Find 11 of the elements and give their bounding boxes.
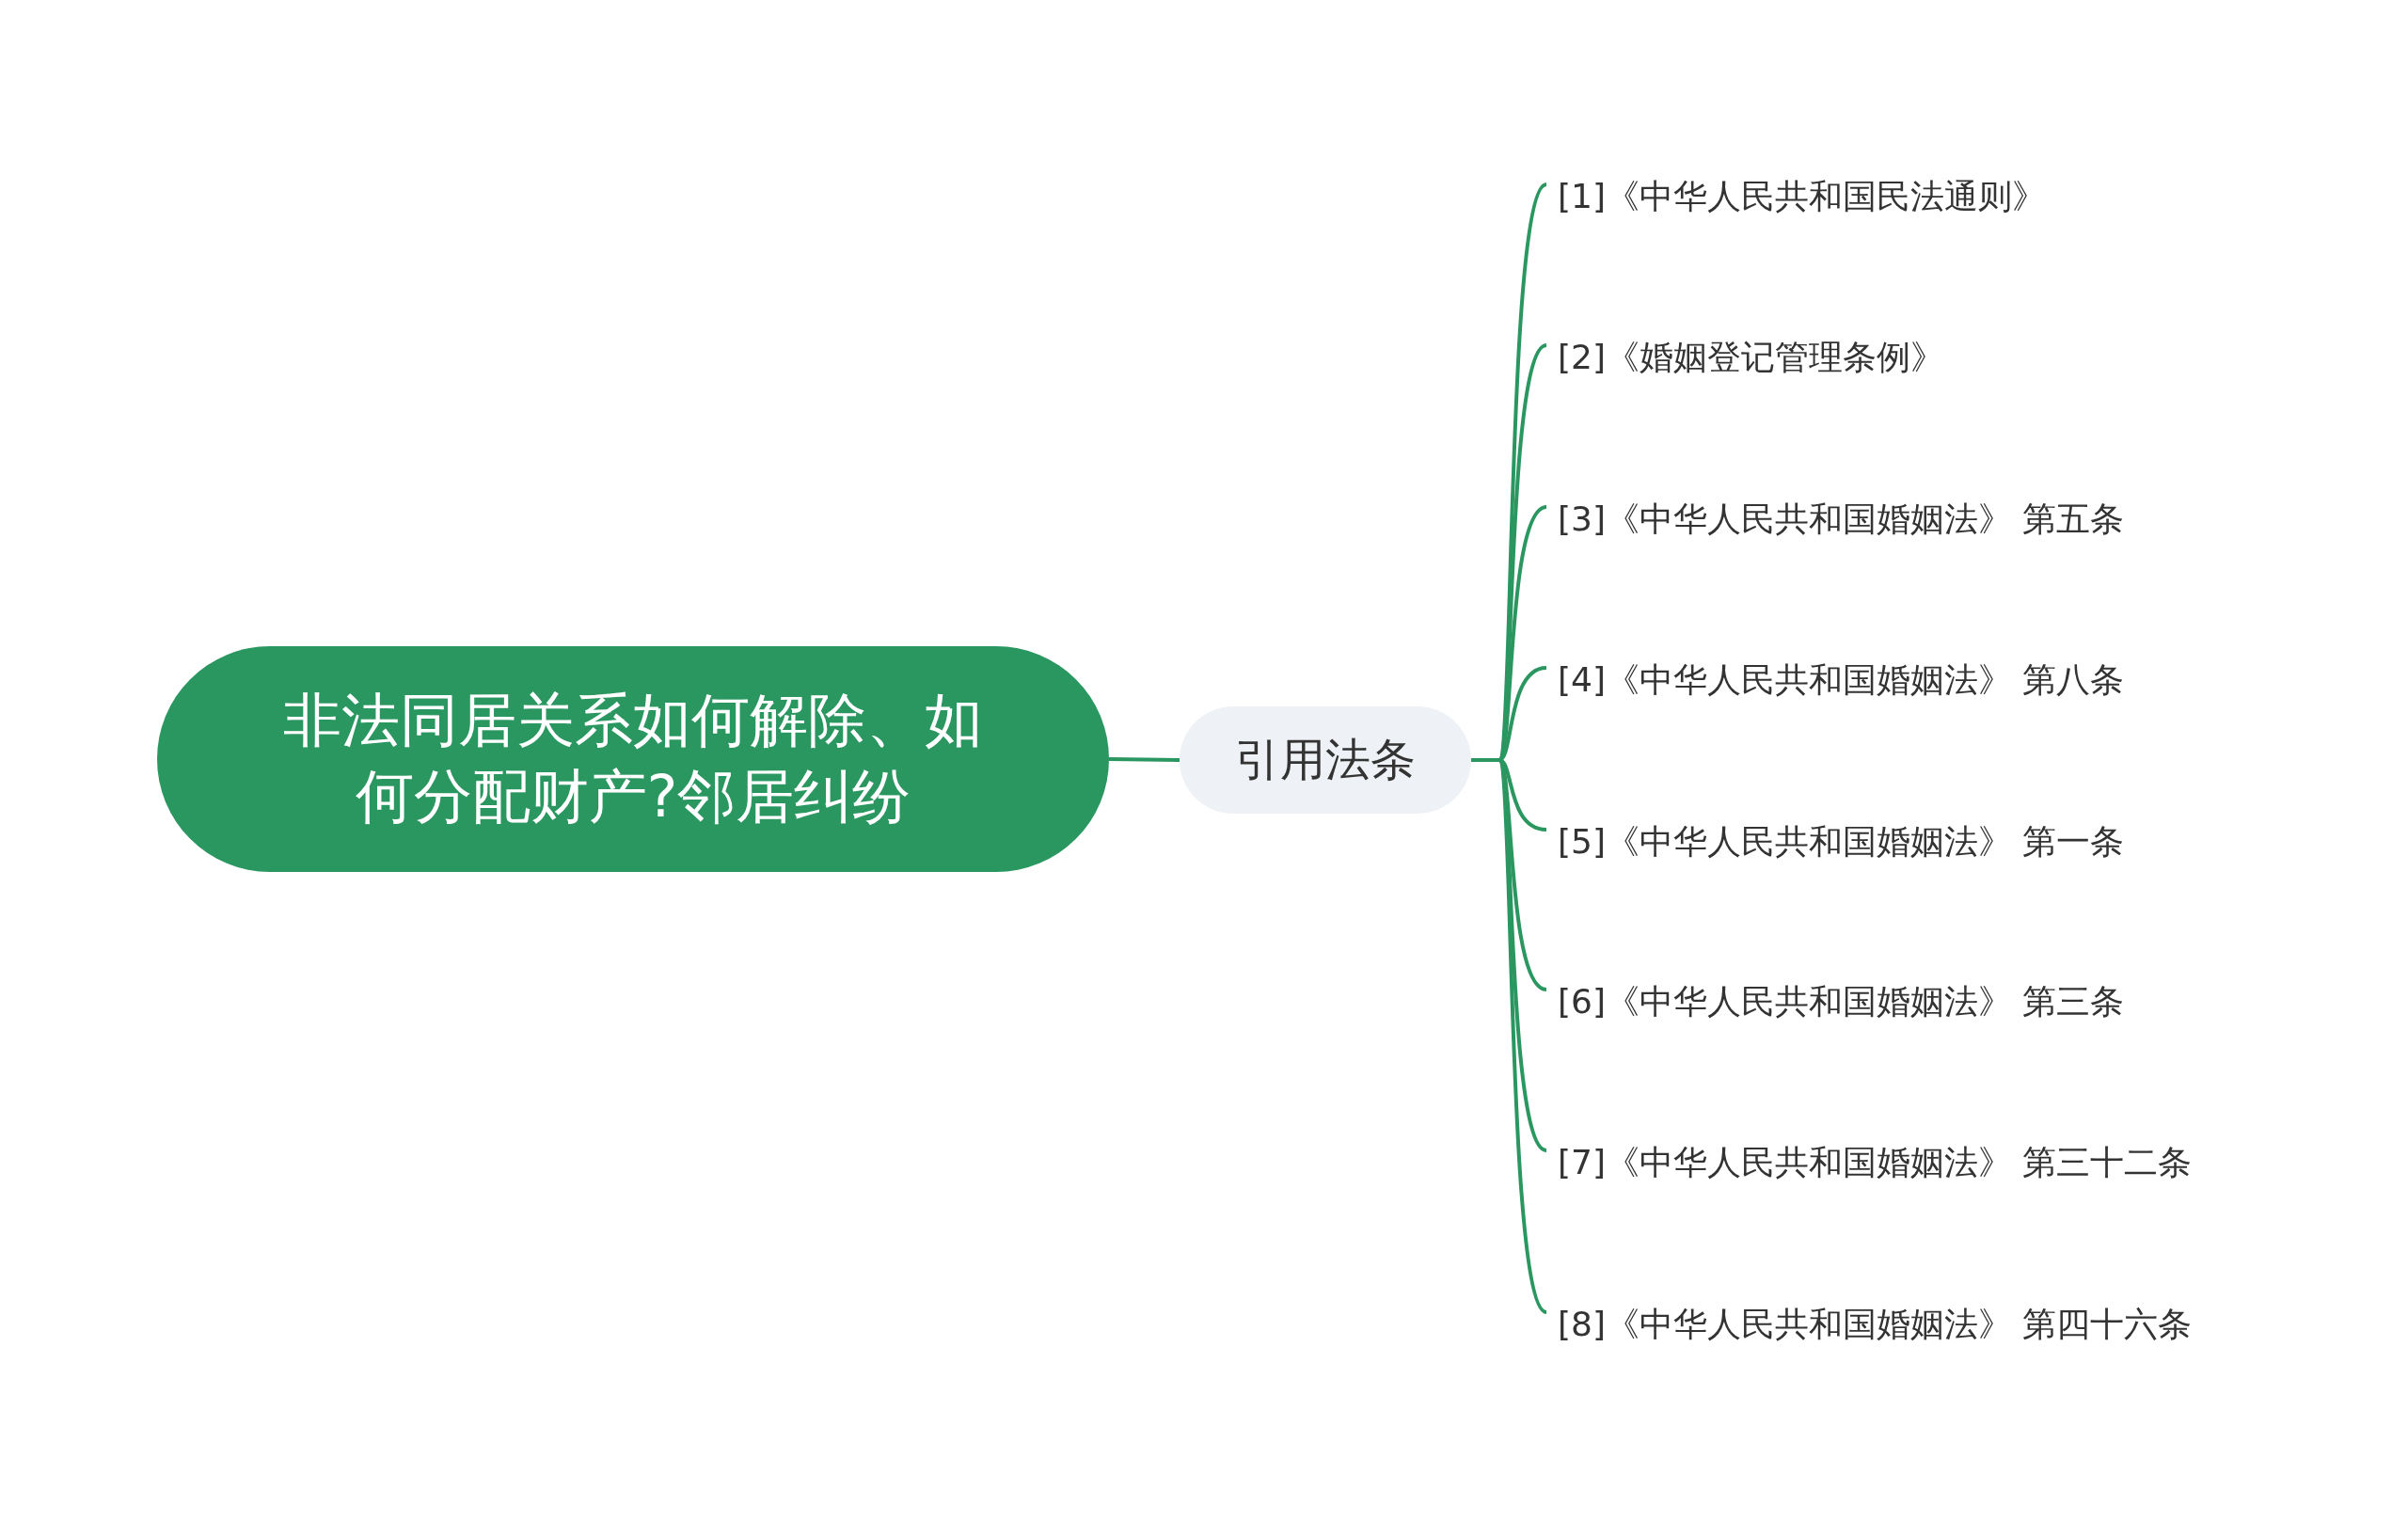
leaf-text: [4]《中华人民共和国婚姻法》 第八条 <box>1552 652 2267 708</box>
leaf-text: [8]《中华人民共和国婚姻法》 第四十六条 <box>1552 1296 2267 1353</box>
topic-node: 引用法条 <box>1180 706 1471 814</box>
connector-line <box>1108 757 1180 762</box>
leaf-text: [3]《中华人民共和国婚姻法》 第五条 <box>1552 491 2267 547</box>
leaf-text: [7]《中华人民共和国婚姻法》 第三十二条 <box>1552 1134 2267 1191</box>
root-node: 非法同居关系如何解除、如何分配财产?邻居纠纷 <box>157 646 1109 872</box>
leaf-text: [5]《中华人民共和国婚姻法》 第一条 <box>1552 814 2267 870</box>
leaf-text: [6]《中华人民共和国婚姻法》 第三条 <box>1552 974 2267 1030</box>
leaf-text: [2]《婚姻登记管理条例》 <box>1552 329 2267 386</box>
leaf-text: [1]《中华人民共和国民法通则》 <box>1552 168 2267 225</box>
